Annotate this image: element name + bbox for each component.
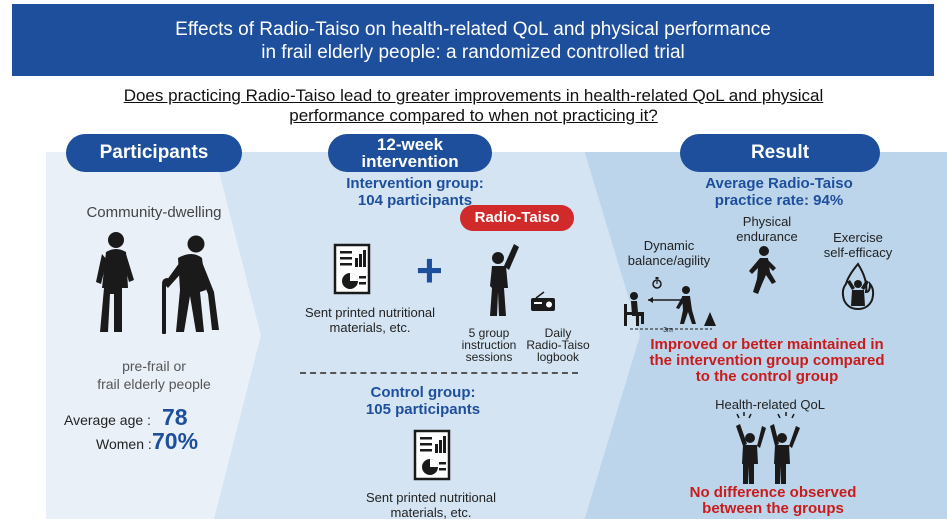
women-label: Women : (96, 436, 152, 452)
timed-up-and-go-icon: 3m (624, 277, 716, 334)
physical-line-1: Physical (742, 214, 792, 229)
logbook-line-3: logbook (536, 350, 580, 364)
intervention-header-line-2: intervention (361, 152, 459, 171)
cheering-people-icon (736, 412, 800, 484)
dynamic-balance-label: Dynamic balance/agility (614, 238, 724, 268)
result-header: Result (680, 134, 880, 172)
population-label: pre-frail or frail elderly people (56, 357, 252, 393)
control-group-line-2: 105 participants (365, 401, 481, 418)
practice-line-2: practice rate: 94% (714, 192, 844, 209)
participants-panel (46, 152, 264, 519)
radio-taiso-badge: Radio-Taiso (460, 205, 574, 231)
intervention-header-line-1: 12-week (376, 135, 444, 154)
physical-line-2: endurance (736, 229, 798, 244)
improved-line-2: the intervention group compared (649, 352, 885, 369)
exercise-person-icon (490, 244, 519, 316)
sessions-label: 5 group instruction sessions (454, 327, 524, 363)
sessions-line-3: sessions (465, 350, 513, 364)
age-label: Average age : (64, 412, 151, 428)
control-group-line-1: Control group: (370, 384, 476, 401)
intervention-group-line-1: Intervention group: (346, 175, 484, 192)
practice-line-1: Average Radio-Taiso (705, 175, 853, 192)
improved-line-1: Improved or better maintained in (650, 336, 884, 353)
exercise-line-1: Exercise (833, 230, 883, 245)
intervention-materials-label: Sent printed nutritional materials, etc. (290, 305, 450, 335)
age-value: 78 (162, 404, 188, 430)
logbook-label: Daily Radio-Taiso logbook (516, 327, 600, 363)
exercise-line-2: self-efficacy (823, 245, 893, 260)
control-materials-line-2: materials, etc. (390, 505, 472, 520)
plus-sign: + (416, 244, 443, 296)
intervention-group-line-2: 104 participants (357, 192, 473, 209)
research-question: Does practicing Radio-Taiso lead to grea… (40, 86, 907, 126)
nodiff-line-1: No difference observed (689, 484, 857, 501)
participants-header: Participants (66, 134, 242, 172)
page-title: Effects of Radio-Taiso on health-related… (12, 18, 934, 64)
practice-rate-label: Average Radio-Taiso practice rate: 94% (668, 175, 890, 209)
setting-label: Community-dwelling (86, 204, 222, 221)
improved-line-3: to the control group (695, 368, 839, 385)
question-line-2: performance compared to when not practic… (289, 106, 658, 125)
dynamic-line-2: balance/agility (627, 253, 711, 268)
document-chart-icon-control (413, 429, 451, 481)
control-group-label: Control group: 105 participants (338, 384, 508, 418)
question-line-1: Does practicing Radio-Taiso lead to grea… (123, 86, 824, 105)
population-line-2: frail elderly people (97, 376, 211, 392)
exercise-self-efficacy-label: Exercise self-efficacy (798, 230, 918, 260)
control-materials-label: Sent printed nutritional materials, etc. (346, 490, 516, 520)
materials-line-2: materials, etc. (329, 320, 411, 335)
title-line-2: in frail elderly people: a randomized co… (261, 42, 685, 63)
nodiff-line-2: between the groups (702, 500, 844, 517)
sessions-line-2: instruction (461, 338, 517, 352)
intervention-header: 12-week intervention (328, 134, 492, 172)
control-materials-line-1: Sent printed nutritional (365, 490, 497, 505)
dynamic-line-1: Dynamic (643, 238, 695, 253)
physical-endurance-label: Physical endurance (722, 214, 812, 244)
walking-person-icon (749, 246, 776, 294)
result-panel (584, 152, 947, 519)
intervention-group-label: Intervention group: 104 participants (330, 175, 500, 209)
no-difference-result: No difference observed between the group… (648, 485, 898, 517)
improved-result: Improved or better maintained in the int… (606, 337, 928, 385)
document-chart-icon (333, 243, 371, 295)
group-divider (300, 372, 578, 374)
fire-person-icon (841, 262, 875, 311)
elderly-people-icon (96, 232, 219, 334)
materials-line-1: Sent printed nutritional (304, 305, 436, 320)
women-value: 70% (152, 428, 199, 454)
radio-icon (531, 291, 555, 311)
logbook-line-2: Radio-Taiso (526, 338, 590, 352)
hrqol-label: Health-related QoL (715, 397, 825, 412)
title-banner: Effects of Radio-Taiso on health-related… (12, 4, 934, 76)
distance-label: 3m (663, 327, 673, 334)
sessions-line-1: 5 group (468, 326, 510, 340)
population-line-1: pre-frail or (122, 358, 186, 374)
logbook-line-1: Daily (544, 326, 572, 340)
title-line-1: Effects of Radio-Taiso on health-related… (175, 19, 771, 40)
